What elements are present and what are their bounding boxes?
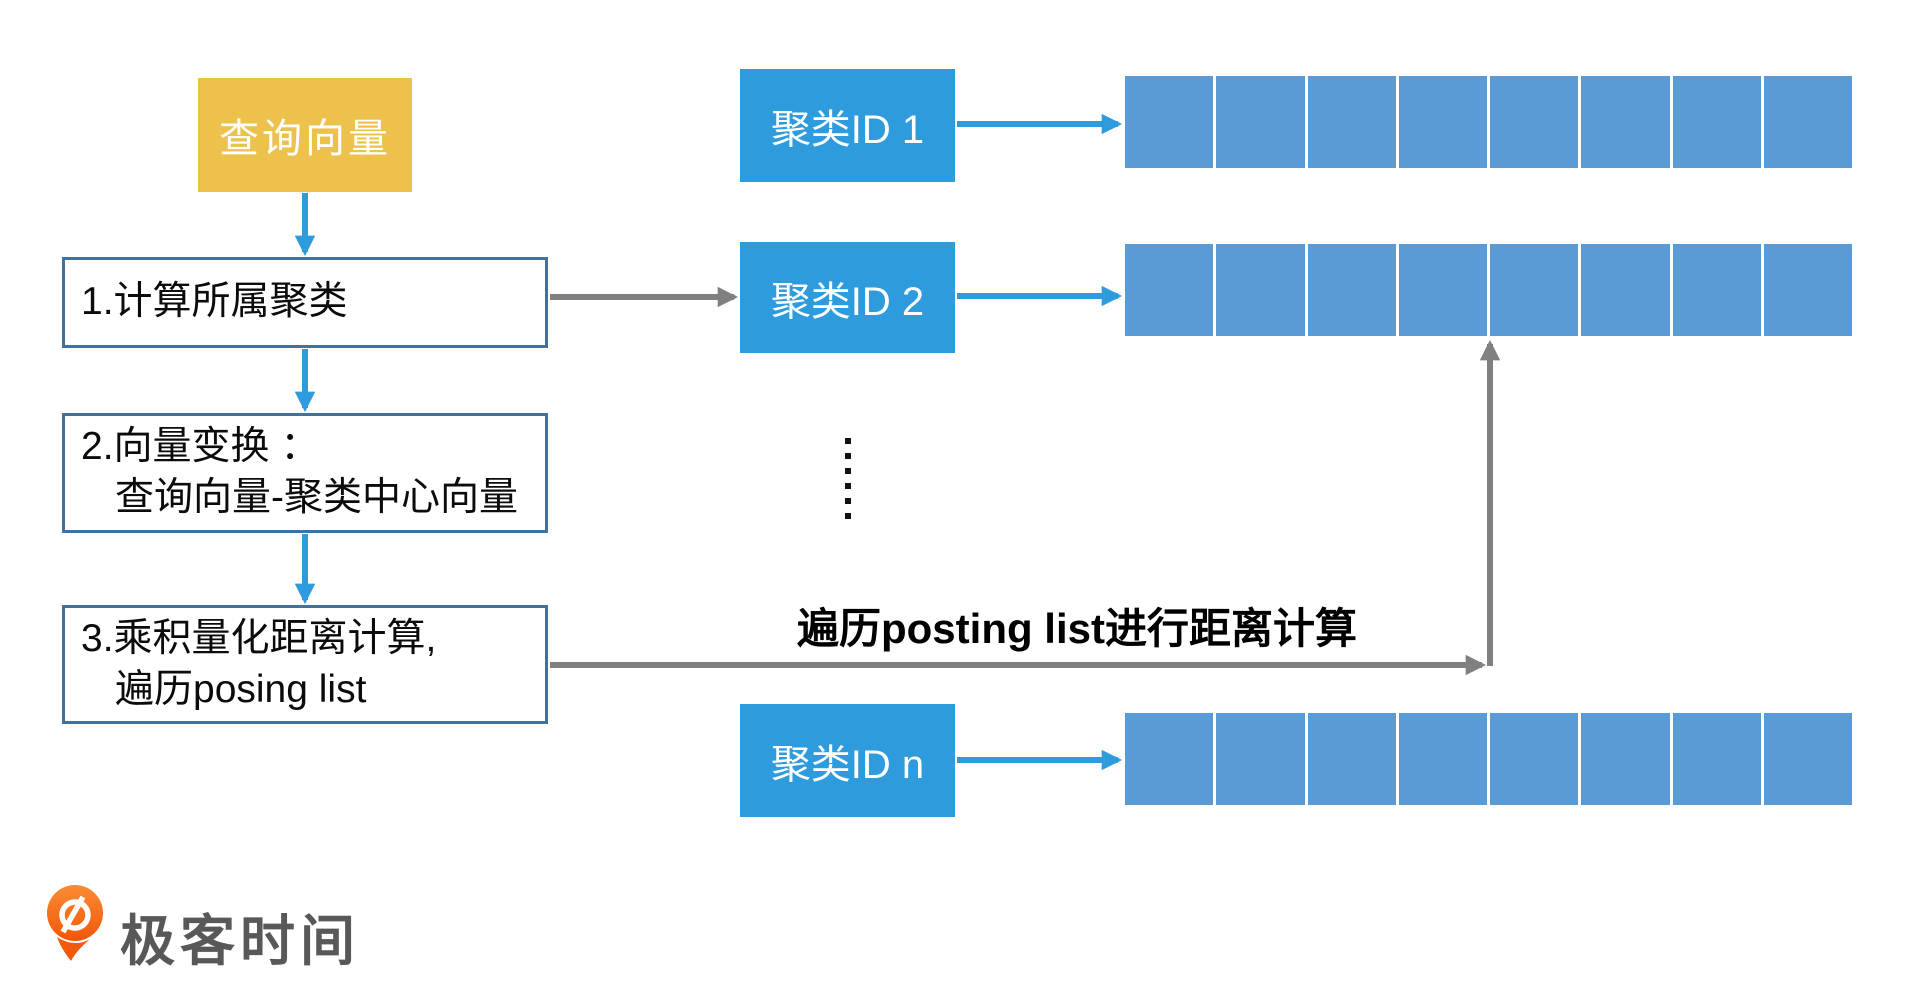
posting-list-cell <box>1763 713 1852 805</box>
ellipsis-dot <box>845 498 851 504</box>
step1-text: 1.计算所属聚类 <box>81 280 348 324</box>
posting-list-cell <box>1307 244 1396 336</box>
step2-text-line1: 2.向量变换 ： <box>81 425 320 469</box>
posting-list-cell <box>1307 713 1396 805</box>
step3-box: 3.乘积量化距离计算, 遍历posing list <box>62 605 548 724</box>
posting-list-cell <box>1581 244 1670 336</box>
cluster-id-2-label: 聚类ID 2 <box>770 279 925 324</box>
step1-box: 1.计算所属聚类 <box>62 257 548 348</box>
ellipsis-dot <box>845 483 851 489</box>
posting-list-1 <box>1125 76 1852 168</box>
posting-list-cell <box>1672 713 1761 805</box>
ellipsis-dots <box>845 438 851 519</box>
posting-list-cell <box>1125 76 1214 168</box>
step2-box: 2.向量变换 ： 查询向量-聚类中心向量 <box>62 413 548 533</box>
posting-list-cell <box>1216 713 1305 805</box>
posting-list-cell <box>1307 76 1396 168</box>
ellipsis-dot <box>845 438 851 444</box>
posting-list-cell <box>1581 76 1670 168</box>
query-vector-label: 查询向量 <box>219 117 391 161</box>
posting-list-cell <box>1672 244 1761 336</box>
posting-list-cell <box>1763 244 1852 336</box>
step2-text-line2: 查询向量-聚类中心向量 <box>115 476 518 519</box>
posting-list-cell <box>1490 713 1579 805</box>
cluster-id-n-box: 聚类ID n <box>740 704 955 817</box>
posting-list-cell <box>1490 76 1579 168</box>
geektime-logo-icon <box>47 885 103 961</box>
cluster-id-1-box: 聚类ID 1 <box>740 69 955 182</box>
query-vector-box: 查询向量 <box>198 78 412 192</box>
posting-list-n <box>1125 713 1852 805</box>
step3-text-line2: 遍历posing list <box>115 667 367 711</box>
posting-list-cell <box>1125 713 1214 805</box>
posting-list-cell <box>1398 76 1487 168</box>
cluster-id-2-box: 聚类ID 2 <box>740 242 955 353</box>
posting-list-cell <box>1490 244 1579 336</box>
traverse-posting-list-label: 遍历posting list进行距离计算 <box>797 605 1357 652</box>
ellipsis-dot <box>845 453 851 459</box>
ellipsis-dot <box>845 468 851 474</box>
posting-list-cell <box>1672 76 1761 168</box>
ellipsis-dot <box>845 513 851 519</box>
posting-list-cell <box>1398 244 1487 336</box>
geektime-wordmark: 极客时间 <box>120 910 361 972</box>
cluster-id-1-label: 聚类ID 1 <box>770 107 925 152</box>
posting-list-cell <box>1398 713 1487 805</box>
posting-list-2 <box>1125 244 1852 336</box>
posting-list-cell <box>1216 76 1305 168</box>
cluster-id-n-label: 聚类ID n <box>770 742 925 787</box>
posting-list-cell <box>1216 244 1305 336</box>
posting-list-cell <box>1125 244 1214 336</box>
step3-text-line1: 3.乘积量化距离计算, <box>81 616 437 660</box>
posting-list-cell <box>1581 713 1670 805</box>
posting-list-cell <box>1763 76 1852 168</box>
